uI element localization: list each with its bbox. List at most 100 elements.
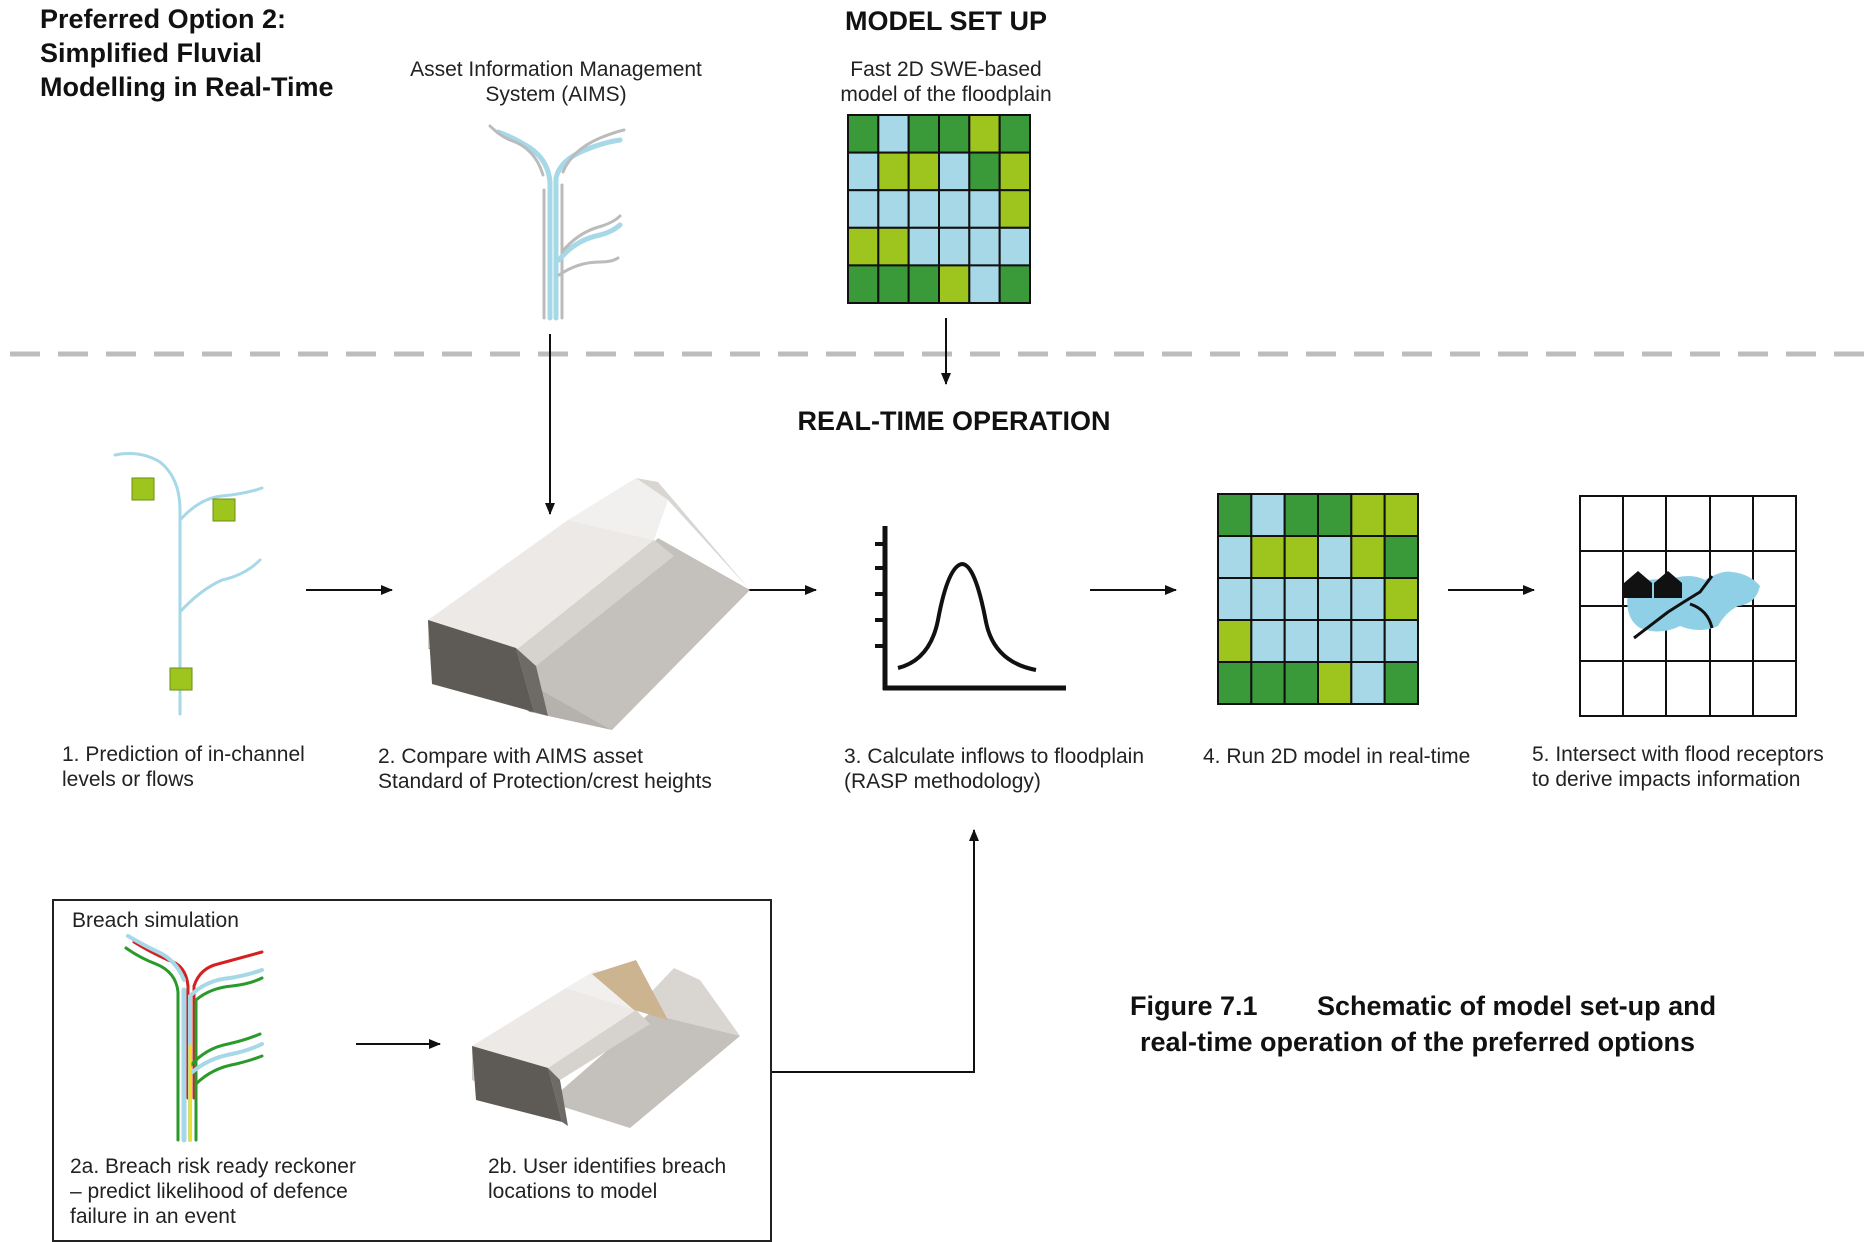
aims-river-network-icon — [488, 124, 626, 321]
step-5-label: 5. Intersect with flood receptors to der… — [1532, 742, 1824, 792]
grid-cell — [1383, 577, 1419, 621]
hydrograph-chart-icon — [875, 526, 1066, 691]
model-setup-title: MODEL SET UP — [844, 6, 1048, 36]
step-label-line: 2b. User identifies breach — [488, 1155, 727, 1178]
option-title-line: Modelling in Real-Time — [40, 72, 334, 102]
grid-cell — [998, 264, 1032, 304]
grid-cell — [998, 189, 1032, 229]
grid-cell — [1250, 619, 1286, 663]
figure-number: Figure 7.1 — [1130, 991, 1258, 1021]
step-label-line: 1. Prediction of in-channel — [62, 743, 305, 766]
grid-cell — [1350, 535, 1386, 579]
grid-cell — [968, 264, 1001, 304]
realtime-model-grid — [1217, 493, 1419, 705]
step-label-line: – predict likelihood of defence — [70, 1180, 348, 1203]
grid-cell — [968, 114, 1001, 154]
model-description-line: model of the floodplain — [840, 83, 1052, 106]
grid-cell — [968, 189, 1001, 229]
grid-cell — [1317, 535, 1353, 579]
option-title-line: Preferred Option 2: — [40, 4, 287, 34]
breached-embankment-icon — [472, 960, 740, 1128]
grid-cell — [938, 151, 971, 192]
grid-cell — [998, 226, 1032, 267]
grid-cell — [1317, 619, 1353, 663]
step-label-line: to derive impacts information — [1532, 768, 1801, 791]
aims-label-line: Asset Information Management — [410, 58, 702, 81]
gauge-marker — [131, 477, 155, 501]
grid-cell — [907, 189, 941, 229]
step-label-line: 2a. Breach risk ready reckoner — [70, 1155, 356, 1178]
grid-cell — [1217, 577, 1253, 621]
grid-cell — [847, 264, 880, 304]
grid-cell — [907, 264, 941, 304]
grid-cell — [1217, 661, 1253, 705]
grid-cell — [938, 264, 971, 304]
aims-label-line: System (AIMS) — [485, 83, 627, 106]
model-setup-grid — [847, 114, 1032, 304]
grid-cell — [1350, 577, 1386, 621]
breach-simulation-title: Breach simulation — [72, 909, 239, 932]
grid-cell — [1217, 535, 1253, 579]
grid-cell — [1283, 661, 1319, 705]
realtime-title: REAL-TIME OPERATION — [797, 406, 1111, 436]
grid-cell — [877, 226, 910, 267]
grid-cell — [907, 151, 941, 192]
grid-cell — [1350, 619, 1386, 663]
river-gauges-icon — [113, 452, 264, 716]
step-label-line: failure in an event — [70, 1205, 236, 1228]
step-label-line: 4. Run 2D model in real-time — [1203, 745, 1471, 768]
embankment-icon — [428, 478, 750, 730]
gauge-marker — [212, 498, 236, 522]
grid-cell — [1283, 535, 1319, 579]
aims-label: Asset Information Management System (AIM… — [396, 57, 716, 107]
gauge-marker — [169, 667, 193, 691]
grid-cell — [907, 226, 941, 267]
grid-cell — [938, 189, 971, 229]
caption-line-1: Figure 7.1 Schematic of model set-up and — [1130, 988, 1716, 1024]
grid-cell — [877, 189, 910, 229]
step-2b-label: 2b. User identifies breach locations to … — [488, 1154, 726, 1204]
grid-cell — [938, 226, 971, 267]
step-1-label: 1. Prediction of in-channel levels or fl… — [62, 742, 305, 792]
caption-text: Schematic of model set-up and — [1317, 991, 1717, 1021]
grid-cell — [1250, 577, 1286, 621]
model-description: Fast 2D SWE-based model of the floodplai… — [786, 57, 1106, 107]
grid-cell — [847, 226, 880, 267]
grid-cell — [998, 151, 1032, 192]
step-label-line: 2. Compare with AIMS asset — [378, 745, 643, 768]
breach-risk-river-icon — [124, 934, 264, 1143]
grid-cell — [938, 114, 971, 154]
grid-cell — [877, 264, 910, 304]
grid-cell — [968, 226, 1001, 267]
option-title-line: Simplified Fluvial — [40, 38, 263, 68]
grid-cell — [1217, 619, 1253, 663]
step-3-label: 3. Calculate inflows to floodplain (RASP… — [844, 744, 1144, 794]
grid-cell — [847, 151, 880, 192]
step-label-line: 5. Intersect with flood receptors — [1532, 743, 1824, 766]
grid-cell — [998, 114, 1032, 154]
grid-cell — [1283, 619, 1319, 663]
grid-cell — [907, 114, 941, 154]
grid-cell — [1383, 493, 1419, 537]
grid-cell — [1217, 493, 1253, 537]
grid-cell — [1250, 535, 1286, 579]
grid-cell — [968, 151, 1001, 192]
houses-icon — [1624, 571, 1682, 598]
grid-cell — [877, 114, 910, 154]
step-label-line: Standard of Protection/crest heights — [378, 770, 712, 793]
grid-cell — [1383, 535, 1419, 579]
option-title: Preferred Option 2: Simplified Fluvial M… — [40, 2, 334, 104]
grid-cell — [1350, 493, 1386, 537]
arrow-breach-to-step3 — [772, 829, 979, 1073]
grid-cell — [1317, 577, 1353, 621]
step-label-line: (RASP methodology) — [844, 770, 1041, 793]
grid-cell — [847, 114, 880, 154]
grid-cell — [1317, 493, 1353, 537]
grid-cell — [1350, 661, 1386, 705]
step-4-label: 4. Run 2D model in real-time — [1203, 744, 1470, 769]
caption-line-2: real-time operation of the preferred opt… — [1140, 1027, 1696, 1057]
grid-cell — [1250, 661, 1286, 705]
river-line-icon — [1633, 575, 1714, 640]
